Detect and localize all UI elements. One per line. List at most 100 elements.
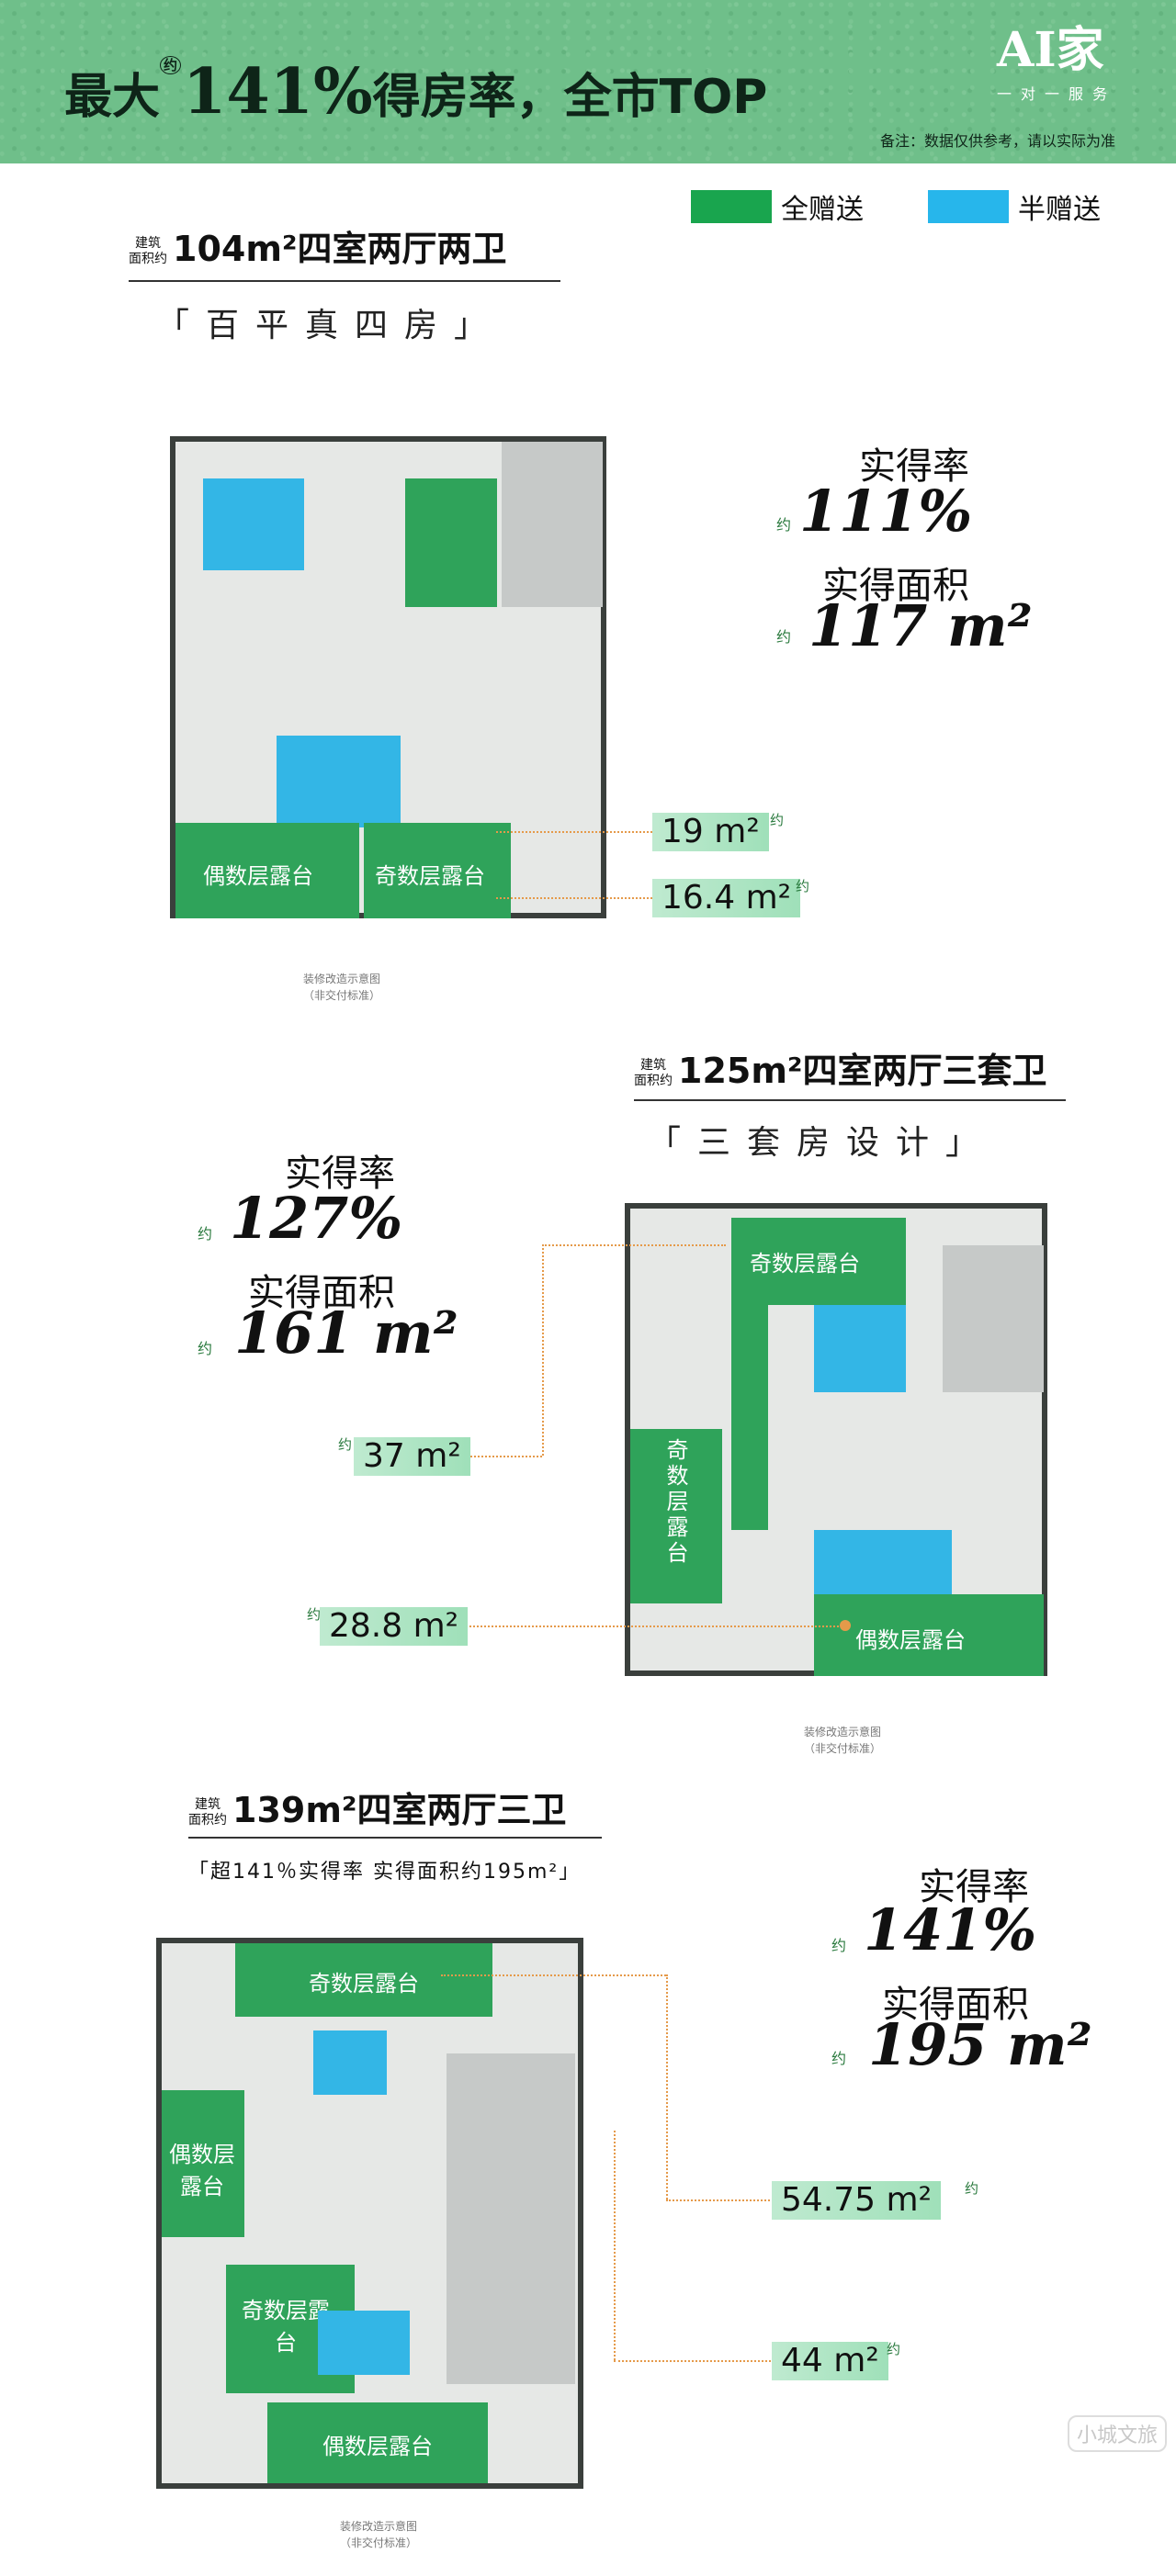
plan3-rule bbox=[188, 1837, 602, 1839]
plan3-badge2-yue: 约 bbox=[887, 2341, 901, 2357]
page-title: 最大约141%得房率，全市TOP bbox=[64, 55, 767, 129]
plan3-leader2 bbox=[614, 2360, 775, 2362]
plan2-small-label: 建筑面积约 bbox=[634, 1057, 673, 1088]
title-number: 141% bbox=[183, 55, 373, 129]
plan1-floorplan: 偶数层露台 奇数层露台 bbox=[170, 436, 606, 918]
plan3-rate-yue: 约 bbox=[831, 1937, 847, 1954]
legend-half-label: 半赠送 bbox=[1018, 194, 1101, 226]
plan2-caption: 装修改造示意图（非交付标准） bbox=[804, 1726, 882, 1755]
plan2-slogan: 「三套房设计」 bbox=[648, 1124, 996, 1162]
plan3-area-label: 实得面积 bbox=[882, 1984, 1029, 2026]
plan2-elevator-core bbox=[943, 1245, 1044, 1392]
plan2-area-label: 实得面积 bbox=[248, 1272, 395, 1314]
plan2-room-blue-top bbox=[814, 1305, 906, 1392]
plan1-terrace-odd-label: 奇数层露台 bbox=[375, 863, 485, 889]
legend-full-swatch bbox=[691, 190, 772, 223]
plan2-leader1 bbox=[459, 1456, 542, 1457]
plan1-area-label: 实得面积 bbox=[822, 565, 969, 607]
plan1-small-label: 建筑面积约 bbox=[129, 235, 167, 266]
plan1-room-blue-top bbox=[203, 478, 304, 570]
plan3-room-blue-bottom bbox=[318, 2311, 410, 2375]
plan3-area-yue: 约 bbox=[831, 2050, 847, 2067]
plan2-leader2 bbox=[459, 1625, 845, 1627]
plan3-leader1 bbox=[666, 2199, 776, 2201]
plan3-terrace-even-bottom-label: 偶数层露台 bbox=[322, 2434, 433, 2459]
plan3-badge-2: 44 m² bbox=[772, 2342, 888, 2380]
plan1-area-value: 117 m² bbox=[808, 592, 1033, 659]
plan1-badge-1: 19 m² bbox=[652, 813, 769, 851]
plan2-rate-yue: 约 bbox=[198, 1225, 213, 1243]
plan2-badge1-yue: 约 bbox=[338, 1436, 353, 1453]
plan2-badge2-yue: 约 bbox=[307, 1606, 322, 1623]
plan1-caption: 装修改造示意图（非交付标准） bbox=[303, 973, 381, 1002]
plan3-badge-1: 54.75 m² bbox=[772, 2181, 942, 2220]
plan2-terrace-odd-top-label: 奇数层露台 bbox=[750, 1251, 860, 1277]
header-banner: 最大约141%得房率，全市TOP AI家 一对一服务 备注：数据仅供参考，请以实… bbox=[0, 0, 1176, 163]
plan2-rate-value: 127% bbox=[230, 1185, 403, 1252]
plan1-terrace-even-label: 偶数层露台 bbox=[203, 863, 313, 889]
plan3-badge1-yue: 约 bbox=[965, 2180, 979, 2197]
plan2-terrace-odd-side: 奇数层露台 bbox=[630, 1429, 722, 1603]
plan1-badge2-yue: 约 bbox=[796, 878, 810, 894]
plan3-terrace-even-side: 偶数层露台 bbox=[162, 2090, 244, 2237]
plan2-area-value: 161 m² bbox=[234, 1299, 458, 1367]
plan1-rule bbox=[129, 280, 560, 282]
disclaimer-note: 备注：数据仅供参考，请以实际为准 bbox=[880, 132, 1116, 150]
plan3-title-text: 139m²四室两厅三卫 bbox=[232, 1790, 567, 1830]
plan3-terrace-even-side-label: 偶数层露台 bbox=[169, 2142, 235, 2199]
plan3-terrace-even-bottom: 偶数层露台 bbox=[267, 2402, 488, 2483]
title-yue-tag: 约 bbox=[160, 56, 182, 74]
plan3-leader-v2 bbox=[614, 2131, 616, 2360]
plan1-leader2 bbox=[496, 897, 652, 899]
plan2-terrace-even: 偶数层露台 bbox=[814, 1594, 1044, 1676]
plan1-green-top bbox=[405, 478, 497, 607]
plan1-title-text: 104m²四室两厅两卫 bbox=[173, 229, 507, 269]
plan1-rate-value: 111% bbox=[799, 478, 973, 545]
plan3-core bbox=[447, 2053, 575, 2384]
plan3-slogan: 「超141％实得率 实得面积约195m²」 bbox=[188, 1861, 582, 1884]
plan2-terrace-odd-top: 奇数层露台 bbox=[731, 1218, 906, 1305]
plan3-leader-top bbox=[441, 1974, 666, 1976]
legend-full: 全赠送 bbox=[691, 190, 864, 226]
plan3-rate-label: 实得率 bbox=[919, 1866, 1029, 1908]
plan1-terrace-odd: 奇数层露台 bbox=[364, 823, 511, 918]
plan1-terrace-even: 偶数层露台 bbox=[175, 823, 359, 918]
plan2-area-yue: 约 bbox=[198, 1340, 213, 1357]
plan2-floorplan: 奇数层露台 奇数层露台 偶数层露台 bbox=[625, 1203, 1047, 1676]
plan2-terrace-even-label: 偶数层露台 bbox=[855, 1627, 966, 1653]
plan1-leader1 bbox=[496, 831, 652, 833]
watermark: 小城文旅 bbox=[1068, 2415, 1168, 2452]
plan1-badge-2: 16.4 m² bbox=[652, 879, 801, 917]
plan2-badge-2: 28.8 m² bbox=[320, 1607, 469, 1646]
plan3-small-label: 建筑面积约 bbox=[188, 1796, 227, 1828]
plan3-terrace-odd-left-label: 奇数层露台 bbox=[242, 2298, 330, 2356]
plan3-area-value: 195 m² bbox=[868, 2011, 1092, 2078]
plan3-caption: 装修改造示意图（非交付标准） bbox=[340, 2520, 418, 2549]
legend-half-swatch bbox=[928, 190, 1009, 223]
plan3-rate-value: 141% bbox=[864, 1896, 1037, 1963]
plan3-leader-v1 bbox=[666, 1974, 668, 2199]
plan3-terrace-odd-top: 奇数层露台 bbox=[235, 1943, 492, 2017]
plan3-terrace-odd-top-label: 奇数层露台 bbox=[309, 1971, 419, 1997]
plan3-floorplan: 奇数层露台 偶数层露台 奇数层露台 偶数层露台 bbox=[156, 1938, 583, 2489]
plan1-elevator-core bbox=[502, 442, 603, 607]
logo-subtitle: 一对一服务 bbox=[997, 85, 1117, 103]
plan1-rate-label: 实得率 bbox=[859, 445, 969, 488]
plan1-badge1-yue: 约 bbox=[770, 812, 785, 828]
plan2-badge-1: 37 m² bbox=[354, 1437, 470, 1476]
title-suffix: 得房率，全市TOP bbox=[372, 70, 768, 125]
legend-full-label: 全赠送 bbox=[781, 194, 864, 226]
brand-logo: AI家 一对一服务 bbox=[997, 23, 1144, 115]
plan2-terrace-odd-side-label: 奇数层露台 bbox=[662, 1438, 688, 1567]
plan2-title-text: 125m²四室两厅三套卫 bbox=[678, 1051, 1047, 1091]
logo-mark: AI家 bbox=[997, 22, 1104, 78]
plan2-rule bbox=[634, 1099, 1066, 1101]
plan2-leader-v bbox=[542, 1244, 544, 1456]
plan1-area-yue: 约 bbox=[776, 628, 792, 646]
title-prefix: 最大 bbox=[64, 70, 161, 125]
header-pattern bbox=[0, 0, 1176, 163]
plan1-slogan: 「百平真四房」 bbox=[156, 307, 504, 344]
plan2-rate-label: 实得率 bbox=[285, 1153, 395, 1195]
